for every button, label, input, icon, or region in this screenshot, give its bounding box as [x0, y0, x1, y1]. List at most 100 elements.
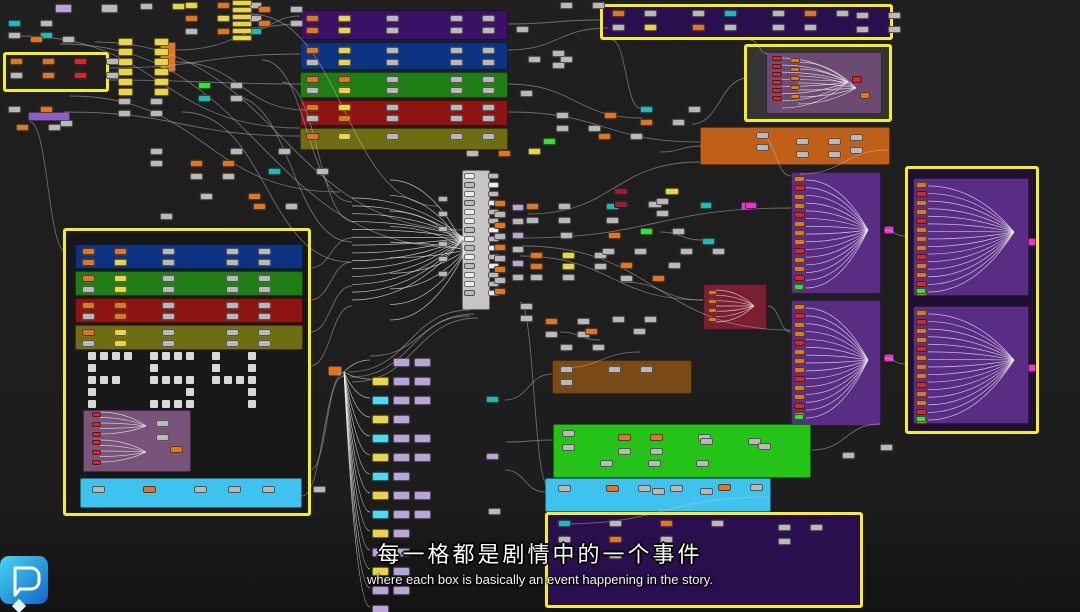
gh-node[interactable]: [612, 316, 625, 323]
gh-node[interactable]: [338, 47, 351, 54]
gh-node[interactable]: [226, 313, 239, 320]
gh-node[interactable]: [82, 329, 95, 336]
gh-node[interactable]: [150, 148, 163, 155]
panel[interactable]: [300, 100, 508, 126]
gh-node[interactable]: [712, 248, 725, 255]
gh-node[interactable]: [644, 316, 657, 323]
gh-node[interactable]: [30, 36, 43, 43]
gh-node[interactable]: [118, 38, 133, 46]
gh-node[interactable]: [916, 391, 927, 397]
gh-node[interactable]: [672, 228, 685, 235]
gh-node[interactable]: [772, 24, 785, 31]
gh-node[interactable]: [612, 10, 625, 17]
gh-node[interactable]: [612, 24, 625, 31]
gh-node[interactable]: [222, 160, 235, 167]
gh-node[interactable]: [258, 286, 271, 293]
gh-node[interactable]: [790, 58, 800, 63]
gh-node[interactable]: [778, 524, 791, 531]
gh-node[interactable]: [850, 147, 863, 154]
gh-node[interactable]: [620, 275, 633, 282]
gh-node[interactable]: [558, 520, 571, 527]
gh-node[interactable]: [794, 221, 805, 227]
gh-node[interactable]: [794, 376, 805, 382]
gh-node[interactable]: [772, 88, 782, 93]
gh-node[interactable]: [700, 202, 712, 209]
gh-node[interactable]: [614, 188, 628, 195]
gh-node[interactable]: [888, 12, 901, 19]
gh-node[interactable]: [258, 302, 271, 309]
gh-node[interactable]: [620, 262, 633, 269]
gh-node[interactable]: [372, 472, 389, 481]
gh-node[interactable]: [633, 328, 646, 335]
gh-node[interactable]: [464, 263, 475, 269]
gh-node[interactable]: [526, 203, 539, 210]
gh-node[interactable]: [258, 20, 271, 27]
gh-node[interactable]: [916, 364, 927, 370]
gh-node[interactable]: [232, 35, 252, 41]
gh-node[interactable]: [794, 385, 805, 391]
gh-node[interactable]: [916, 400, 927, 406]
gh-node[interactable]: [55, 4, 72, 13]
gh-node[interactable]: [372, 396, 389, 405]
gh-node[interactable]: [794, 313, 805, 319]
gh-node[interactable]: [258, 275, 271, 282]
gh-node[interactable]: [393, 510, 410, 519]
gh-node[interactable]: [464, 254, 475, 260]
gh-node[interactable]: [154, 78, 169, 86]
gh-node[interactable]: [528, 56, 541, 63]
gh-node[interactable]: [10, 58, 23, 65]
gh-node[interactable]: [74, 72, 87, 79]
gh-node[interactable]: [560, 56, 573, 63]
gh-node[interactable]: [172, 3, 185, 10]
gh-node[interactable]: [162, 340, 175, 347]
gh-node[interactable]: [92, 486, 105, 493]
gh-node[interactable]: [114, 248, 127, 255]
gh-node[interactable]: [222, 173, 235, 180]
gh-node[interactable]: [560, 379, 573, 386]
gh-node[interactable]: [226, 329, 239, 336]
gh-node[interactable]: [8, 106, 21, 113]
gh-node[interactable]: [414, 358, 431, 367]
gh-node[interactable]: [62, 36, 75, 43]
gh-node[interactable]: [285, 203, 298, 210]
gh-node[interactable]: [372, 453, 389, 462]
gh-node[interactable]: [530, 263, 543, 270]
gh-node[interactable]: [393, 377, 410, 386]
gh-node[interactable]: [724, 10, 737, 17]
gh-node[interactable]: [232, 7, 252, 13]
gh-node[interactable]: [640, 228, 653, 235]
gh-node[interactable]: [558, 536, 571, 543]
gh-node[interactable]: [464, 173, 475, 179]
gh-node[interactable]: [486, 453, 499, 460]
gh-node[interactable]: [650, 448, 663, 455]
gh-node[interactable]: [450, 87, 463, 94]
gh-node[interactable]: [488, 227, 499, 233]
gh-node[interactable]: [652, 488, 665, 495]
gh-node[interactable]: [464, 245, 475, 251]
gh-node[interactable]: [794, 304, 805, 310]
gh-node[interactable]: [916, 382, 927, 388]
gh-node[interactable]: [562, 444, 575, 451]
gh-node[interactable]: [82, 259, 95, 266]
gh-node[interactable]: [114, 302, 127, 309]
gh-node[interactable]: [640, 366, 653, 373]
gh-node[interactable]: [708, 308, 717, 313]
gh-node[interactable]: [794, 212, 805, 218]
gh-node[interactable]: [916, 245, 927, 251]
gh-node[interactable]: [450, 47, 463, 54]
gh-node[interactable]: [464, 236, 475, 242]
gh-node[interactable]: [604, 112, 617, 119]
gh-node[interactable]: [594, 263, 607, 270]
gh-node[interactable]: [860, 92, 870, 99]
gh-node[interactable]: [656, 198, 669, 205]
gh-node[interactable]: [562, 274, 575, 281]
gh-node[interactable]: [634, 248, 647, 255]
gh-node[interactable]: [796, 151, 809, 158]
gh-node[interactable]: [602, 248, 615, 255]
gh-node[interactable]: [372, 434, 389, 443]
gh-node[interactable]: [488, 281, 499, 287]
gh-node[interactable]: [156, 434, 169, 441]
gh-node[interactable]: [794, 266, 805, 272]
gh-node[interactable]: [217, 28, 230, 35]
gh-node[interactable]: [916, 254, 927, 260]
